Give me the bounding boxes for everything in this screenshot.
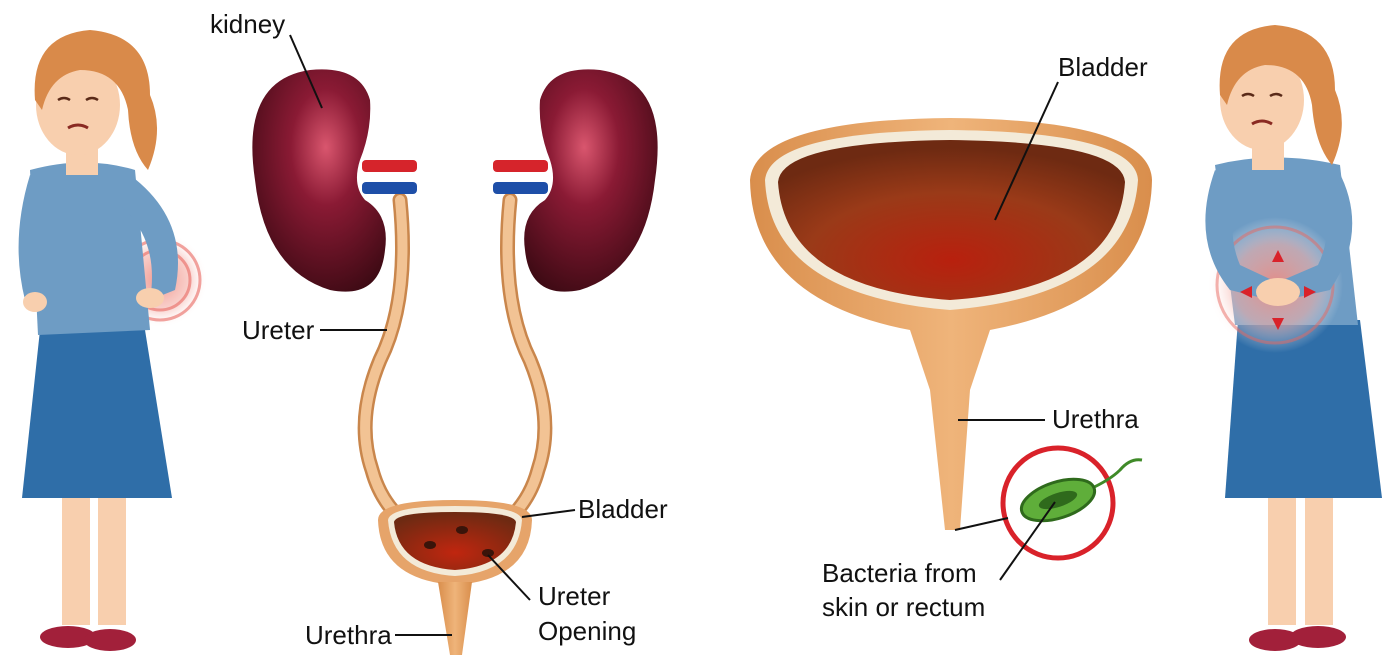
bacteria-callout (1003, 448, 1142, 558)
label-ureter-opening-2: Opening (538, 616, 636, 646)
artery-left (362, 160, 417, 172)
label-urethra-large: Urethra (1052, 404, 1139, 434)
urethra-small (438, 582, 472, 655)
hand-right (136, 288, 164, 308)
vein-right (493, 182, 548, 194)
label-bacteria-1: Bacteria from (822, 558, 977, 588)
label-bacteria-2: skin or rectum (822, 592, 985, 622)
label-bladder-small: Bladder (578, 494, 668, 524)
skirt (22, 330, 172, 498)
leg-left-r (1268, 490, 1296, 625)
leg-right (98, 490, 126, 625)
hand-left (23, 292, 47, 312)
leg-left (62, 490, 90, 625)
kidney-right (524, 69, 657, 291)
shoe-right (84, 629, 136, 651)
label-ureter-opening-1: Ureter (538, 581, 611, 611)
label-urethra-small: Urethra (305, 620, 392, 650)
label-bladder-large: Bladder (1058, 52, 1148, 82)
artery-right (493, 160, 548, 172)
label-ureter: Ureter (242, 315, 315, 345)
urinary-system (252, 69, 657, 655)
shoe-right-r (1290, 626, 1346, 648)
woman-right-figure (1205, 25, 1382, 651)
vein-left (362, 182, 417, 194)
woman-left-figure (19, 30, 208, 651)
leg-right-r (1305, 490, 1333, 625)
label-kidney: kidney (210, 9, 285, 39)
hands-r (1256, 278, 1300, 306)
